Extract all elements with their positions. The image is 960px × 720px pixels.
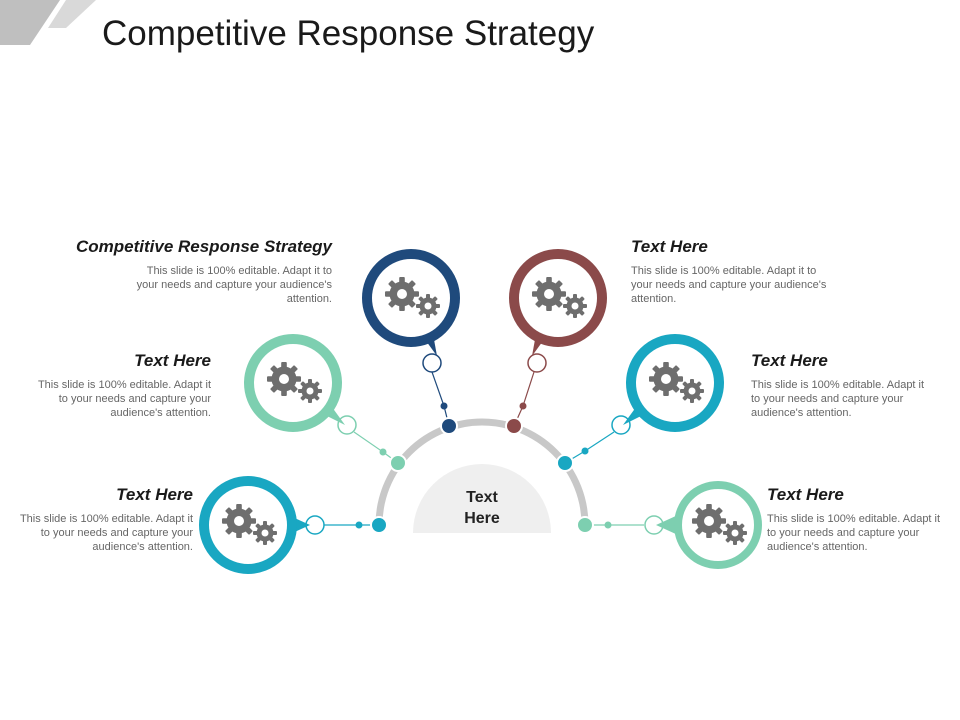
text-block-body: This slide is 100% editable. Adapt it to… <box>136 265 332 305</box>
node-3 <box>244 334 345 432</box>
text-block-heading: Text Here <box>751 351 828 370</box>
text-block-heading: Text Here <box>631 237 708 256</box>
text-block-3: Text Here This slide is 100% editable. A… <box>0 350 211 420</box>
connector-2 <box>505 353 547 435</box>
text-block-1: Competitive Response Strategy This slide… <box>32 236 332 306</box>
text-block-body: This slide is 100% editable. Adapt it to… <box>631 265 827 305</box>
text-block-heading: Text Here <box>767 485 844 504</box>
node-5 <box>199 476 310 574</box>
node-1 <box>362 249 460 356</box>
text-block-2: Text Here This slide is 100% editable. A… <box>631 236 931 306</box>
corner-decoration <box>0 0 96 45</box>
text-block-heading: Text Here <box>134 351 211 370</box>
outer-arc <box>375 418 589 526</box>
connector-3 <box>337 415 407 472</box>
node-2 <box>509 249 607 356</box>
center-label: Text Here <box>432 487 532 529</box>
text-block-body: This slide is 100% editable. Adapt it to… <box>19 513 193 553</box>
text-block-4: Text Here This slide is 100% editable. A… <box>751 350 960 420</box>
page-title: Competitive Response Strategy <box>102 14 595 53</box>
connector-6 <box>576 515 664 535</box>
text-block-body: This slide is 100% editable. Adapt it to… <box>767 513 941 553</box>
node-6 <box>656 481 762 569</box>
connector-4 <box>556 415 631 472</box>
text-block-heading: Text Here <box>116 485 193 504</box>
center-label-line-2: Here <box>464 510 500 527</box>
center-label-line-1: Text <box>466 489 498 506</box>
text-block-5: Text Here This slide is 100% editable. A… <box>0 484 193 554</box>
text-block-body: This slide is 100% editable. Adapt it to… <box>37 379 211 419</box>
text-block-body: This slide is 100% editable. Adapt it to… <box>751 379 925 419</box>
text-block-heading: Competitive Response Strategy <box>75 237 332 256</box>
center-semicircle <box>413 464 551 533</box>
connector-5 <box>305 515 388 535</box>
text-block-6: Text Here This slide is 100% editable. A… <box>767 484 960 554</box>
node-4 <box>623 334 724 432</box>
connector-1 <box>422 353 458 435</box>
